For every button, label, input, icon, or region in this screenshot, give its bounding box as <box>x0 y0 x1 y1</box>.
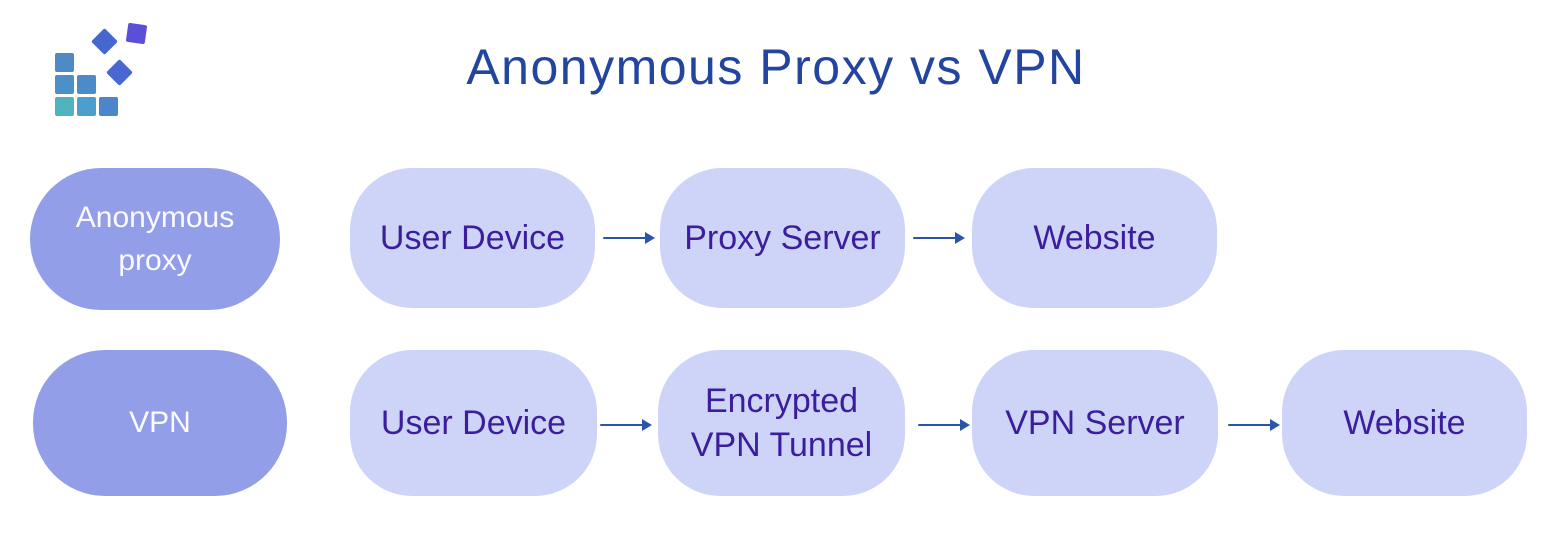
arrow-right-icon <box>918 417 970 433</box>
node-website: Website <box>1282 350 1527 496</box>
logo-square <box>77 75 96 94</box>
node-vpn-server: VPN Server <box>972 350 1218 496</box>
logo-square <box>77 97 96 116</box>
node-user-device: User Device <box>350 350 597 496</box>
page-title: Anonymous Proxy vs VPN <box>466 39 1086 95</box>
arrow-right-icon <box>600 417 652 433</box>
arrow-right-icon <box>603 230 655 246</box>
node-user-device: User Device <box>350 168 595 308</box>
logo-square <box>99 97 118 116</box>
logo-square <box>55 53 74 72</box>
pixel-squares-logo-icon <box>50 20 150 120</box>
logo-square <box>55 75 74 94</box>
node-encrypted-vpn-tunnel: Encrypted VPN Tunnel <box>658 350 905 496</box>
arrow-right-icon <box>913 230 965 246</box>
logo-square <box>55 97 74 116</box>
row-label-anonymous-proxy: Anonymous proxy <box>30 168 280 310</box>
node-proxy-server: Proxy Server <box>660 168 905 308</box>
arrow-right-icon <box>1228 417 1280 433</box>
row-label-vpn: VPN <box>33 350 287 496</box>
node-website: Website <box>972 168 1217 308</box>
